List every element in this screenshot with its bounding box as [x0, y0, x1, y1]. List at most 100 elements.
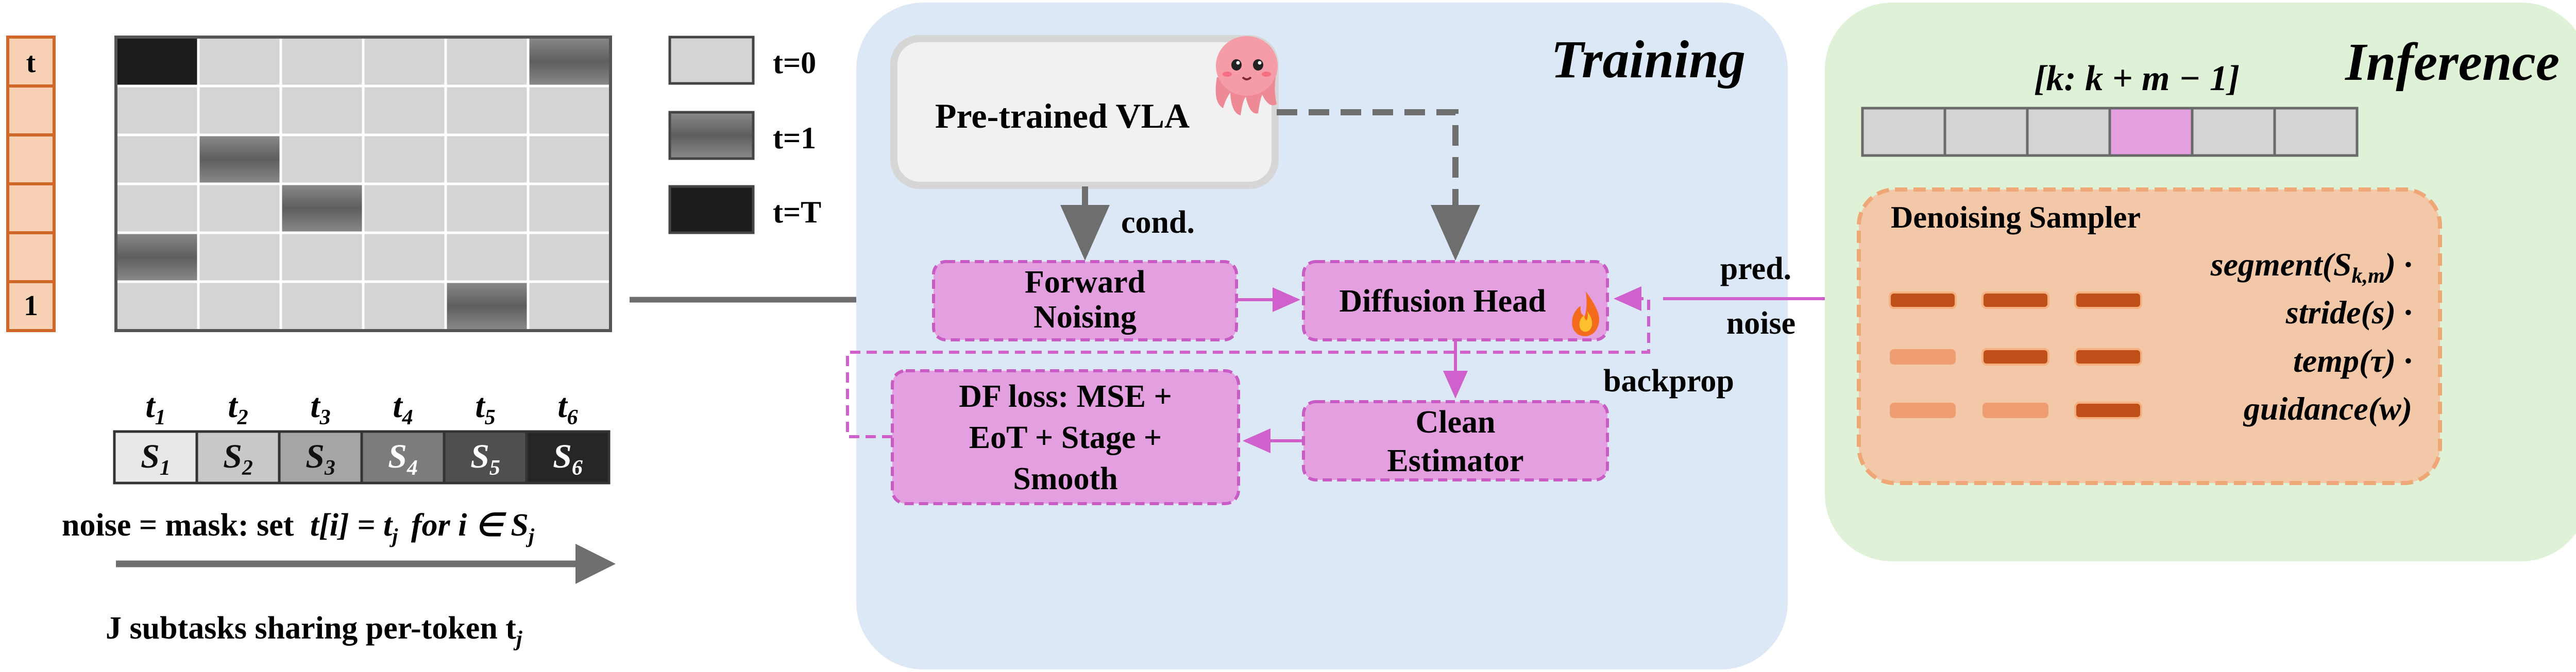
token-cell	[6, 84, 56, 136]
grid-cell	[362, 231, 447, 283]
grid-cell	[362, 84, 447, 136]
s-label: S1	[141, 438, 171, 480]
fire-icon	[1572, 291, 1599, 336]
grid-cell	[197, 280, 282, 332]
token-cell	[6, 280, 56, 332]
s-label: S2	[223, 438, 253, 480]
token-column	[6, 36, 56, 332]
t-label: t3	[310, 387, 330, 429]
grid-cell	[279, 84, 365, 136]
grid-cell	[362, 182, 447, 234]
backprop-label: backprop	[1603, 364, 1734, 399]
window-cell	[1861, 107, 1946, 157]
grid-cell	[197, 133, 282, 185]
noise-rule: noise = mask: set t[i] = tj for i ∈ Sj	[62, 508, 535, 550]
subtask-cell	[113, 430, 198, 485]
t-label: t5	[475, 387, 495, 429]
window-cell	[1943, 107, 2029, 157]
grid-cell	[114, 280, 200, 332]
clean-estimator-line2: Estimator	[1387, 443, 1523, 478]
token-cell	[6, 133, 56, 185]
sampler-bar	[2074, 348, 2142, 366]
window-cell	[2273, 107, 2359, 157]
grid-cell	[279, 231, 365, 283]
grid-cell	[444, 280, 530, 332]
pred-noise-label-line1: pred.	[1720, 251, 1791, 286]
grid-cell	[279, 36, 365, 88]
t-label: t2	[228, 387, 248, 429]
legend-label-t0: t=0	[773, 46, 816, 80]
clean-estimator-box	[1302, 400, 1609, 481]
s-label: S3	[306, 438, 335, 480]
octopus-icon	[1215, 36, 1278, 115]
diffusion-head-label: Diffusion Head	[1339, 284, 1546, 319]
legend-swatch-t1	[668, 111, 755, 160]
grid-cell	[527, 36, 612, 88]
subtasks-caption: J subtasks sharing per-token tj	[106, 611, 522, 651]
cond-label: cond.	[1121, 205, 1195, 240]
legend-label-tT: t=T	[773, 195, 821, 229]
grid-cell	[444, 182, 530, 234]
sampler-bar	[1889, 291, 1957, 309]
sampler-bar	[1890, 403, 1956, 418]
subtask-cell	[360, 430, 446, 485]
df-loss-line3: Smooth	[1013, 461, 1117, 496]
sampler-bar	[2074, 402, 2142, 419]
grid-cell	[114, 36, 200, 88]
token-cell	[6, 231, 56, 283]
window-cell	[2191, 107, 2276, 157]
forward-noising-line1: Forward	[1025, 265, 1145, 300]
token-cell	[6, 182, 56, 234]
subtask-cell	[195, 430, 281, 485]
noise-grid	[114, 36, 612, 332]
grid-cell	[114, 231, 200, 283]
clean-estimator-line1: Clean	[1416, 405, 1496, 440]
diffusion-head-box	[1302, 260, 1609, 341]
sampler-bars	[1889, 291, 2142, 419]
pretrained-vla-label: Pre-trained VLA	[935, 96, 1190, 135]
grid-cell	[197, 36, 282, 88]
t-label: t1	[145, 387, 165, 429]
grid-cell	[527, 280, 612, 332]
grid-cell	[527, 182, 612, 234]
grid-border	[114, 36, 612, 332]
training-title: Training	[1551, 30, 1745, 89]
grid-cell	[362, 133, 447, 185]
inference-window-strip	[1861, 107, 2359, 157]
grid-cell	[527, 231, 612, 283]
df-loss-line2: EoT + Stage +	[969, 420, 1162, 455]
pretrained-vla-box	[890, 35, 1279, 189]
subtask-cell	[525, 430, 611, 485]
token-axis-bottom-label: 1	[24, 290, 38, 322]
grid-cell	[444, 36, 530, 88]
window-cell	[2026, 107, 2111, 157]
forward-noising-box	[932, 260, 1238, 341]
window-cell	[2108, 107, 2194, 157]
grid-cell	[362, 280, 447, 332]
legend-label-t1: t=1	[773, 121, 816, 155]
sampler-bar	[1890, 349, 1956, 365]
token-axis-top-label: t	[26, 47, 36, 79]
forward-noising-line2: Noising	[1033, 300, 1137, 335]
sampler-bar	[1982, 403, 2048, 418]
noise-legend: t=0 t=1 t=T	[668, 36, 821, 234]
s-label: S5	[470, 438, 500, 480]
grid-cell	[527, 84, 612, 136]
grid-cell	[279, 133, 365, 185]
legend-swatch-t0	[668, 36, 755, 85]
param-temp: temp(τ) ·	[2293, 342, 2412, 379]
sampler-bar	[1981, 291, 2049, 309]
grid-cell	[197, 231, 282, 283]
grid-cell	[527, 133, 612, 185]
sampler-bar	[1981, 348, 2049, 366]
inference-title: Inference	[2344, 32, 2560, 92]
sampler-title: Denoising Sampler	[1891, 200, 2141, 234]
t-label: t6	[557, 387, 578, 429]
grid-cell	[444, 84, 530, 136]
grid-cell	[114, 182, 200, 234]
grid-cell	[279, 280, 365, 332]
s-label: S6	[553, 438, 583, 480]
param-guidance: guidance(w)	[2243, 390, 2412, 427]
window-label: [k: k + m − 1]	[2034, 59, 2240, 98]
